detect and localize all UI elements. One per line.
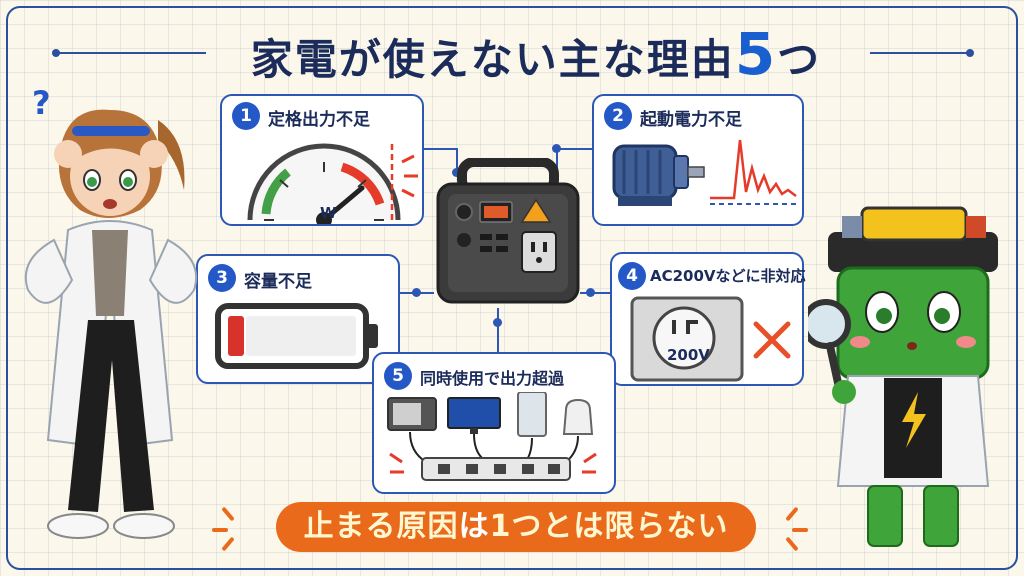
question-mark-icon: ? — [32, 84, 51, 122]
reason-label-1: 定格出力不足 — [268, 110, 370, 130]
outer-frame — [6, 6, 1018, 570]
motor-icon — [612, 144, 705, 206]
title-suffix: つ — [777, 35, 822, 84]
appliances-powerstrip-icon — [387, 392, 597, 481]
connector-dot — [452, 168, 461, 177]
banner-text-1: 止まる原因 — [303, 509, 459, 544]
reason-panel-1: 1 定格出力不足 W — [220, 94, 424, 226]
title-line-left — [52, 49, 206, 57]
connector-1 — [424, 148, 458, 150]
title-count: 5 — [734, 20, 778, 88]
connector-dot — [586, 288, 595, 297]
reason-label-3: 容量不足 — [244, 272, 312, 292]
gauge-unit: W — [320, 204, 337, 222]
connector-2 — [556, 148, 592, 150]
page-title: 家電が使えない主な理由5つ — [196, 22, 876, 86]
outlet-voltage-label: 200V — [667, 346, 710, 364]
confused-scientist-character — [24, 109, 198, 539]
connector-dot — [493, 318, 502, 327]
portable-power-station — [436, 158, 580, 304]
reason-label-5: 同時使用で出力超過 — [420, 369, 565, 388]
reason-panel-2: 2 起動電力不足 — [592, 94, 804, 226]
banner-spark — [212, 528, 228, 532]
connector-1b — [456, 148, 458, 172]
connector-dot — [412, 288, 421, 297]
banner-text-2: は — [458, 509, 490, 544]
banner-spark — [792, 528, 808, 532]
title-main: 家電が使えない主な理由 — [250, 35, 735, 84]
gauge-icon — [247, 143, 418, 224]
banner-text-3: 1つとは限らない — [489, 509, 729, 544]
reason-badge-4: 4 — [618, 262, 646, 290]
reason-label-2: 起動電力不足 — [640, 110, 742, 130]
title-line-right — [870, 49, 974, 57]
connector-2b — [556, 148, 558, 174]
low-battery-icon — [215, 303, 378, 369]
inrush-spike-icon — [710, 139, 798, 205]
reason-panel-3: 3 容量不足 — [196, 254, 400, 384]
connector-dot — [552, 144, 561, 153]
reason-label-4: AC200Vなどに非対応 — [650, 267, 806, 285]
reason-badge-3: 3 — [208, 264, 236, 292]
reason-badge-5: 5 — [384, 362, 412, 390]
reason-badge-1: 1 — [232, 102, 260, 130]
title-area: 家電が使えない主な理由5つ — [0, 22, 1024, 86]
battery-mascot-character — [808, 206, 998, 547]
reason-panel-4: 4 AC200Vなどに非対応 200V — [610, 252, 806, 386]
outlet-200v-icon — [630, 296, 791, 382]
reason-panel-5: 5 同時使用で出力超過 — [372, 352, 616, 494]
reason-badge-2: 2 — [604, 102, 632, 130]
conclusion-banner: 止まる原因は1つとは限らない — [276, 502, 756, 552]
connector-4 — [580, 292, 610, 294]
connector-5 — [497, 308, 499, 354]
